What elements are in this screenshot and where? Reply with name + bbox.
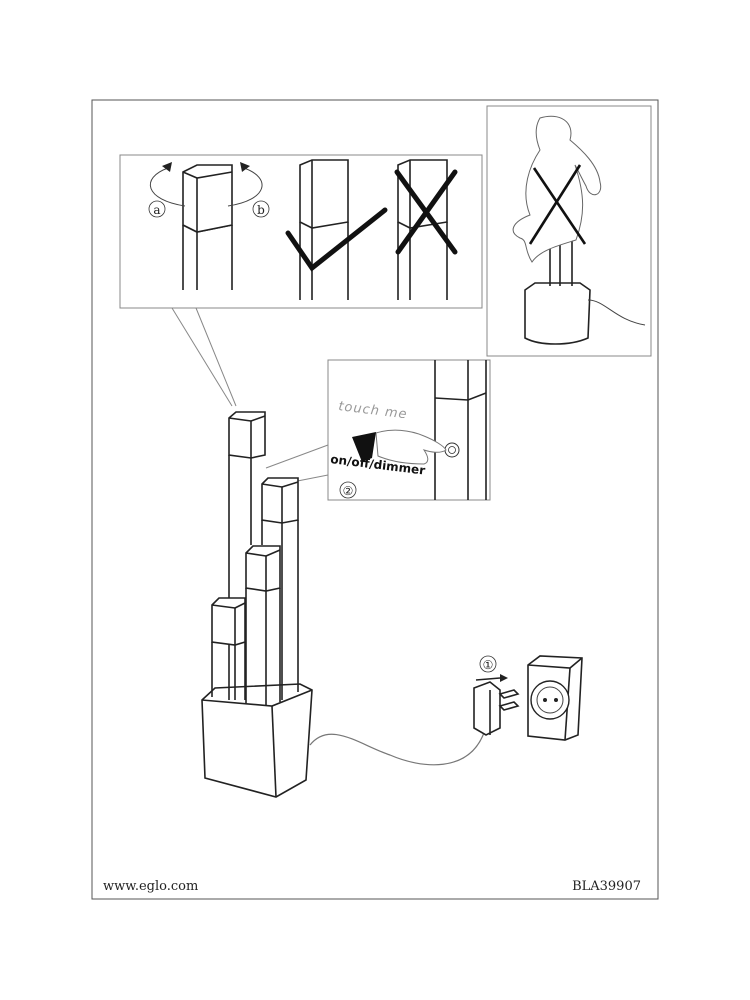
touch-switch-panel: touch me on/off/dimmer ②: [265, 359, 491, 501]
cap-detail-panel: a b: [119, 154, 483, 407]
correct-cap: [285, 159, 388, 300]
arrow-right-icon: [500, 674, 508, 682]
cover-warning-panel: [486, 105, 652, 357]
step-2-label: ②: [343, 484, 354, 498]
step-1-label: ①: [483, 658, 494, 672]
power-adapter: [473, 674, 520, 736]
arrow-right-icon: [240, 162, 250, 172]
cloth-cover: [512, 115, 602, 263]
cross-icon: [394, 169, 458, 255]
cuff-icon: [352, 432, 376, 462]
rotating-cap: [149, 162, 263, 290]
wrong-cap: [394, 159, 458, 300]
arrow-left-icon: [162, 162, 172, 172]
wall-socket: [527, 655, 583, 741]
page-frame: [91, 99, 659, 900]
footer-website: www.eglo.com: [103, 879, 198, 894]
hand-icon: [375, 429, 447, 465]
checkmark-icon: [285, 207, 388, 272]
power-cable: [309, 729, 486, 766]
floor-lamp: [201, 411, 313, 798]
cross-icon: [528, 164, 587, 245]
label-a: a: [153, 203, 160, 217]
label-b: b: [257, 203, 265, 217]
footer-code: BLA39907: [572, 879, 641, 894]
